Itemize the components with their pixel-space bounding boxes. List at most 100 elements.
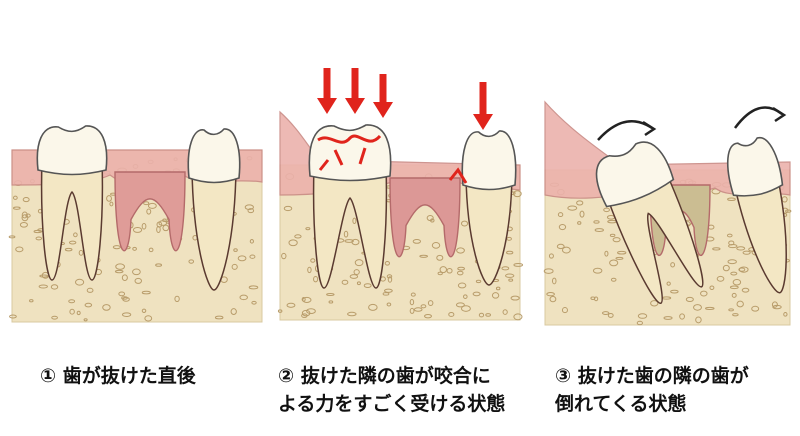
bone-speckle <box>410 292 416 297</box>
bone-speckle <box>39 274 49 278</box>
bone-speckle <box>637 313 648 319</box>
tooth-molar-left <box>36 125 108 281</box>
curved-arrow-icon <box>733 106 787 129</box>
caption-3: ③ 抜けた歯の隣の歯が 倒れてくる状態 <box>555 362 749 418</box>
bone-speckle <box>601 311 610 315</box>
bone-speckle <box>233 248 238 252</box>
bone-speckle <box>491 292 500 299</box>
down-arrow-icon <box>345 68 365 114</box>
bone-speckle <box>341 279 349 285</box>
tooth-root <box>733 174 787 294</box>
bone-speckle <box>704 306 715 310</box>
bone-speckle <box>460 305 471 312</box>
bone-speckle <box>21 214 29 222</box>
bone-speckle <box>413 307 423 312</box>
bone-speckle <box>742 250 751 255</box>
bone-speckle <box>114 269 124 274</box>
bone-speckle <box>141 222 147 230</box>
bone-speckle <box>121 296 128 300</box>
bone-speckle <box>478 312 485 318</box>
bone-speckle <box>607 312 614 318</box>
bone-speckle <box>409 307 415 314</box>
bone-speckle <box>457 266 465 271</box>
bone-speckle <box>439 266 447 274</box>
bone-speckle <box>387 276 393 283</box>
bone-speckle <box>437 271 443 276</box>
bone-speckle <box>732 278 742 286</box>
bone-speckle <box>9 314 17 319</box>
bone-speckle <box>558 223 567 231</box>
bone-speckle <box>35 236 43 241</box>
bone-speckle <box>147 202 157 209</box>
tooth-root <box>605 170 704 304</box>
curved-arrow-icon <box>597 120 657 141</box>
bone-speckle <box>448 311 455 317</box>
bone-speckle <box>436 254 444 261</box>
bone-speckle <box>214 315 224 320</box>
bone-speckle <box>730 271 738 276</box>
bone-speckle <box>141 290 151 295</box>
bone-speckle <box>603 207 610 213</box>
tooth-molar-left <box>308 124 392 289</box>
bone-speckle <box>513 190 522 198</box>
bone-speckle <box>301 297 306 302</box>
tooth-crown <box>187 128 241 184</box>
bone-speckle <box>75 278 85 286</box>
bone-speckle <box>463 294 468 299</box>
bone-speckle <box>456 270 464 276</box>
bone-speckle <box>636 320 643 326</box>
bone-speckle <box>283 205 293 212</box>
bone-speckle <box>546 292 555 297</box>
bone-speckle <box>328 300 334 304</box>
bone-speckle <box>286 302 296 308</box>
bone-speckle <box>593 220 600 224</box>
bone-speckle <box>148 247 154 253</box>
empty-socket <box>114 171 186 252</box>
bone-speckle <box>121 312 132 317</box>
bone-speckle <box>506 250 514 255</box>
bone-speckle <box>543 268 554 274</box>
bone-speckle <box>141 308 147 313</box>
bone-speckle <box>712 247 721 251</box>
bone-speckle <box>455 302 465 308</box>
bone-speckle <box>386 302 392 307</box>
bone-speckle <box>22 197 30 203</box>
bone-speckle <box>155 263 163 267</box>
bone-speckle <box>8 235 16 239</box>
bone-speckle <box>248 285 259 290</box>
panel-3-tilting-teeth <box>543 100 792 326</box>
bone-speckle <box>617 250 627 255</box>
bone-speckle <box>666 281 671 286</box>
bone-speckle <box>513 262 524 267</box>
bone-speckle <box>741 287 750 293</box>
bone-speckle <box>249 254 256 259</box>
bone-speckle <box>146 208 152 215</box>
bone-speckle <box>121 274 128 282</box>
bone-speckle <box>576 200 584 206</box>
bone-speckle <box>356 281 361 286</box>
bone-speckle <box>354 259 364 267</box>
bone-speckle <box>143 201 150 206</box>
bone-speckle <box>594 228 604 232</box>
bone-speckle <box>19 221 28 228</box>
caption-1: ① 歯が抜けた直後 <box>40 362 196 390</box>
tooth-crown <box>308 124 392 182</box>
caption-3-line-2: 倒れてくる状態 <box>555 393 687 415</box>
bone-speckle <box>326 292 335 296</box>
tooth-crown <box>726 136 784 197</box>
bone-speckle <box>115 263 126 270</box>
bone-speckle <box>86 287 94 293</box>
bone-speckle <box>118 291 126 297</box>
bone-speckle <box>384 260 390 266</box>
bone-speckle <box>726 233 733 238</box>
bone-speckle <box>700 290 708 297</box>
bone-speckle <box>409 299 415 306</box>
bone-speckle <box>431 242 441 249</box>
bone-speckle <box>230 308 237 315</box>
bone-speckle <box>306 308 316 315</box>
caption-2: ② 抜けた隣の歯が咬合に よる力をすごく受ける状態 <box>278 362 505 418</box>
bone-speckle <box>33 229 43 234</box>
bone-speckle <box>76 310 81 316</box>
bone-speckle <box>679 313 685 320</box>
